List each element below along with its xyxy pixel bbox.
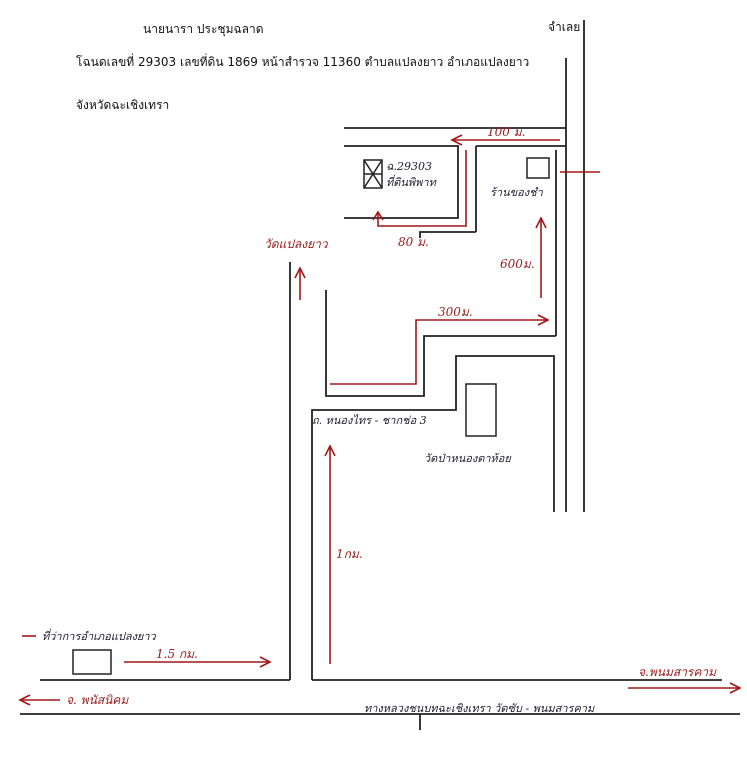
label-plot-number: ฉ.29303 — [386, 160, 432, 173]
route-to-phanat-nikhom-arrowhead — [18, 694, 31, 706]
route-600m-arrowhead — [535, 216, 547, 229]
map-labels: 100 ม. ฉ.29303 ที่ดินพิพาท 80 ม. ร้านของ… — [42, 125, 717, 715]
route-1km-arrowhead — [324, 444, 336, 457]
label-to-phanat-nikhom: จ. พนัสนิคม — [66, 693, 129, 707]
road-top-lower — [344, 145, 459, 219]
label-wat-nong-ta: วัดป่าหนองตาห้อย — [424, 452, 512, 465]
label-district-office: ที่ว่าการอำเภอแปลงยาว — [42, 628, 157, 643]
deed-info: โฉนดเลขที่ 29303 เลขที่ดิน 1869 หน้าสำรว… — [76, 55, 530, 69]
defendant-label: จำเลย — [548, 20, 581, 34]
owner-name: นายนารา ประชุมฉลาด — [143, 22, 264, 36]
label-highway: ทางหลวงชนบทฉะเชิงเทรา วัดซับ - พนมสารคาม — [364, 702, 595, 715]
shop-building — [526, 157, 550, 179]
road-middle-upper — [325, 290, 556, 397]
district-office-building — [72, 649, 112, 675]
road-temple-block — [311, 355, 555, 680]
label-road-name: ถ. หนองไทร - ชากช่อ 3 — [312, 414, 427, 427]
label-600m: 600ม. — [500, 257, 535, 271]
label-100m: 100 ม. — [487, 125, 525, 139]
route-300m — [330, 319, 548, 385]
route-to-panom-sarakham-arrowhead — [729, 682, 742, 694]
province: จังหวัดฉะเชิงเทรา — [76, 98, 170, 112]
route-300m-arrowhead — [537, 314, 550, 326]
label-1-5km: 1.5 กม. — [156, 647, 198, 661]
label-plot-sub: ที่ดินพิพาท — [386, 174, 437, 189]
label-300m: 300ม. — [438, 305, 473, 319]
route-80m — [377, 150, 467, 227]
route-100m-arrowhead — [450, 134, 463, 146]
label-shop: ร้านของชำ — [490, 186, 544, 199]
road-lines — [20, 20, 740, 730]
label-80m: 80 ม. — [398, 235, 429, 249]
temple-nong-ta-building — [465, 383, 497, 437]
route-80m-arrowhead — [372, 210, 384, 221]
label-1km: 1กม. — [336, 547, 363, 561]
route-arrows — [18, 134, 742, 706]
label-wat-plaeng-yao: วัดแปลงยาว — [264, 237, 329, 251]
label-to-panom-sarakham: จ.พนมสารคาม — [638, 665, 717, 679]
route-wat-plaeng-yao-arrowhead — [294, 266, 306, 279]
map-features — [72, 157, 550, 675]
route-1-5km-arrowhead — [259, 656, 272, 668]
road-branch-turn — [419, 231, 476, 238]
